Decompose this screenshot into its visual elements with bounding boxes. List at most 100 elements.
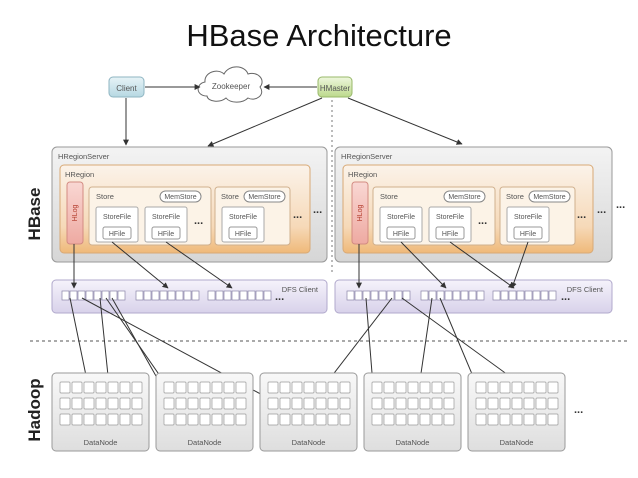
ellipsis: ... [194, 215, 203, 227]
hlog-box [351, 181, 369, 245]
datanode-label: DataNode [396, 438, 430, 447]
data-block [211, 381, 223, 394]
hregion-label: HRegion [348, 170, 377, 179]
hfile-label: HFile [520, 231, 536, 238]
dfs-client-label: DFS Client [282, 285, 319, 294]
data-block [499, 381, 511, 394]
data-block [547, 397, 559, 410]
dfs-block [420, 290, 429, 301]
ellipsis: ... [293, 209, 302, 221]
data-block [211, 413, 223, 426]
data-block [199, 381, 211, 394]
dfs-block [159, 290, 168, 301]
data-block [327, 381, 339, 394]
data-block [395, 381, 407, 394]
hfile-box [102, 226, 132, 240]
ellipsis: ... [478, 215, 487, 227]
data-block [475, 413, 487, 426]
data-block [327, 397, 339, 410]
data-block [511, 397, 523, 410]
data-block [511, 413, 523, 426]
data-block [107, 413, 119, 426]
data-block [315, 381, 327, 394]
data-block [547, 381, 559, 394]
data-block [279, 381, 291, 394]
data-block [535, 397, 547, 410]
data-block [315, 397, 327, 410]
ellipsis: ... [616, 199, 625, 211]
storefile-label: StoreFile [514, 214, 542, 221]
data-block [431, 381, 443, 394]
region-server-2: HRegionServer HRegion HLog Store MemStor… [334, 146, 613, 263]
data-block [119, 413, 131, 426]
memstore-badge [159, 190, 202, 203]
data-block [175, 397, 187, 410]
dfs-client-1: ... DFS Client [51, 279, 328, 314]
dfs-block [428, 290, 437, 301]
data-block [71, 397, 83, 410]
storefile-label: StoreFile [152, 214, 180, 221]
dfs-block [109, 290, 118, 301]
region-server-1: HRegionServer HRegion HLog Store MemStor… [51, 146, 328, 263]
data-block [235, 397, 247, 410]
dfs-block [263, 290, 272, 301]
hfile-label: HFile [393, 231, 409, 238]
hlog-label: HLog [357, 205, 364, 222]
data-block [395, 413, 407, 426]
ellipsis: ... [313, 204, 322, 216]
data-block [279, 397, 291, 410]
memstore-badge [528, 190, 571, 203]
data-block [535, 413, 547, 426]
data-block [71, 413, 83, 426]
data-block [59, 381, 71, 394]
dfs-block [468, 290, 477, 301]
data-block [499, 413, 511, 426]
data-block [59, 397, 71, 410]
hmaster-to-regionserver-2-arrow [347, 97, 463, 145]
hmaster-node: HMaster [317, 76, 353, 98]
datanode: DataNode [155, 372, 254, 452]
data-block [163, 413, 175, 426]
dfs-client-label-text: DFS Client [282, 285, 319, 294]
data-block [339, 413, 351, 426]
datanode-label: DataNode [292, 438, 326, 447]
dfs-block [492, 290, 501, 301]
data-block [443, 381, 455, 394]
data-block [431, 413, 443, 426]
data-block [83, 381, 95, 394]
data-block [131, 381, 143, 394]
data-block [175, 413, 187, 426]
data-block [199, 413, 211, 426]
dfs-block [476, 290, 485, 301]
dfs-block [101, 290, 110, 301]
data-block [199, 397, 211, 410]
data-block [187, 413, 199, 426]
data-block [95, 397, 107, 410]
data-block [71, 381, 83, 394]
hfile-label: HFile [235, 231, 251, 238]
data-block [487, 397, 499, 410]
dfs-block [394, 290, 403, 301]
data-block [223, 397, 235, 410]
dfs-block [93, 290, 102, 301]
region-server-label: HRegionServer [58, 152, 110, 161]
data-block [131, 397, 143, 410]
data-block [371, 381, 383, 394]
dfs-block [61, 290, 70, 301]
data-block [235, 413, 247, 426]
hbase-side-label: HBase [25, 188, 44, 241]
dfs-block [402, 290, 411, 301]
zookeeper-node: Zookeeper [197, 66, 263, 103]
dfs-block [354, 290, 363, 301]
data-block [223, 381, 235, 394]
hfile-label: HFile [442, 231, 458, 238]
hregion-label: HRegion [65, 170, 94, 179]
dfs-block [548, 290, 557, 301]
hfile-box [435, 226, 465, 240]
dfs-block [167, 290, 176, 301]
dfs-block [500, 290, 509, 301]
memstore-label: MemStore [448, 194, 480, 201]
data-block [475, 381, 487, 394]
hfile-box [513, 226, 543, 240]
data-block [511, 381, 523, 394]
